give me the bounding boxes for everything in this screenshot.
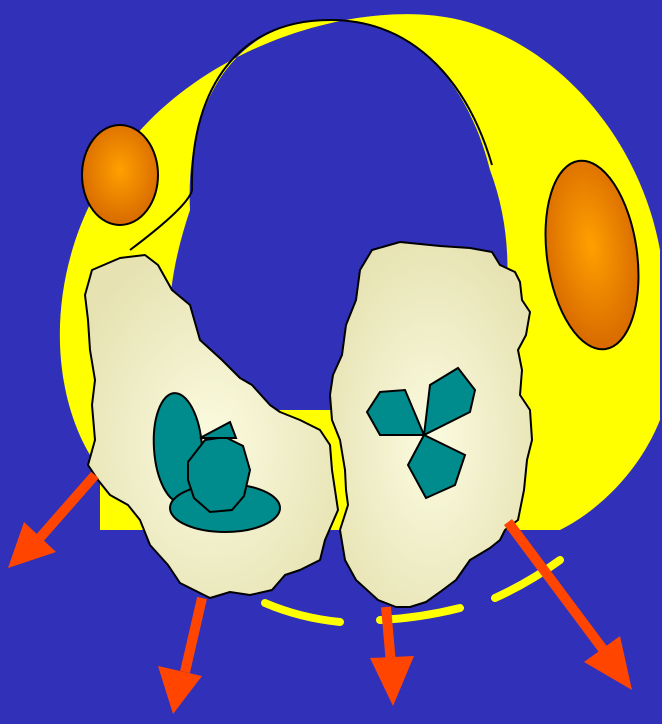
orange-body-left [82, 125, 158, 225]
